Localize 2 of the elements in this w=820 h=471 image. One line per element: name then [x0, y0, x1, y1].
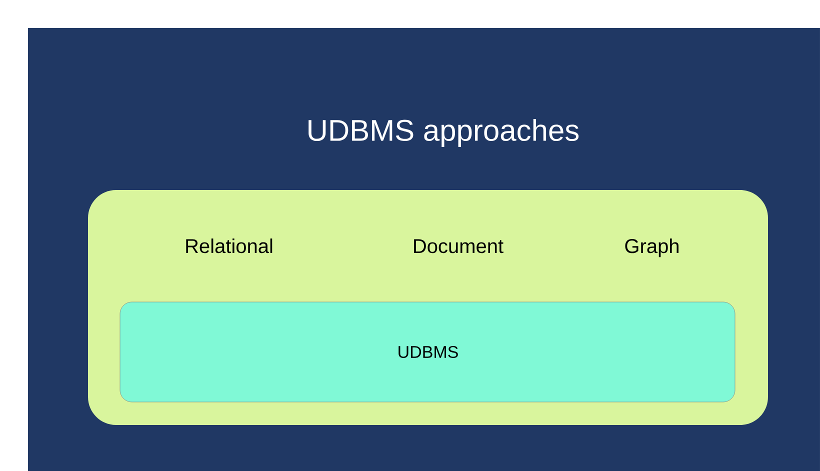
slide-title: UDBMS approaches — [308, 119, 579, 147]
udbms-box: UDBMS — [120, 302, 736, 402]
